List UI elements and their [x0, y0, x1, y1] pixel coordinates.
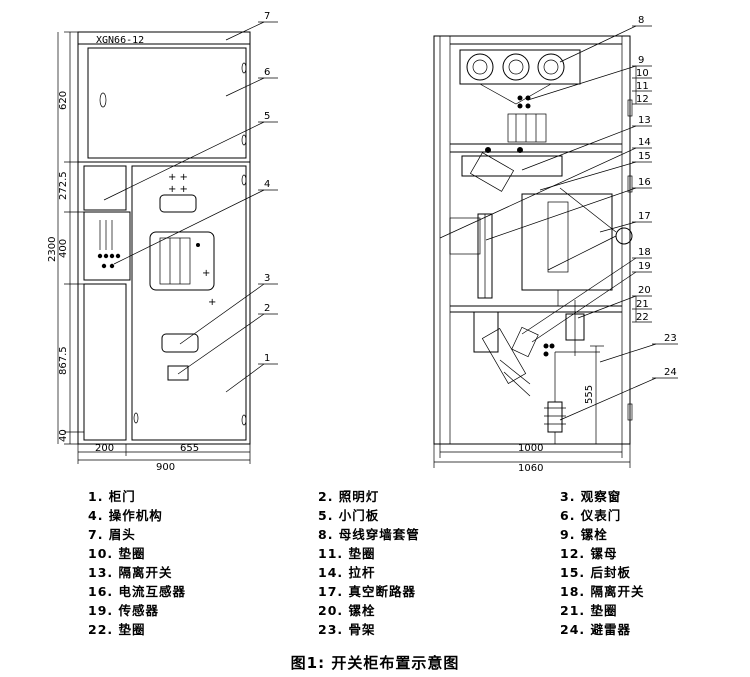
- dim-620: 620: [58, 91, 69, 110]
- figure-caption: 图1: 开关柜布置示意图: [290, 654, 460, 672]
- legend-item: 12. 镙母: [560, 546, 618, 561]
- callout-14: 14: [638, 137, 651, 148]
- dim-555: 555: [584, 385, 595, 404]
- legend-item: 18. 隔离开关: [560, 584, 645, 599]
- legend-item: 20. 镙栓: [318, 603, 376, 618]
- legend-item: 13. 隔离开关: [88, 565, 173, 580]
- callout-15: 15: [638, 151, 651, 162]
- legend-item: 8. 母线穿墙套管: [318, 527, 420, 542]
- legend-item: 11. 垫圈: [318, 546, 376, 561]
- callout-7: 7: [264, 11, 270, 22]
- dim-40: 40: [58, 429, 69, 442]
- callout-9: 9: [638, 55, 644, 66]
- callout-1: 1: [264, 353, 270, 364]
- callout-21: 21: [636, 299, 649, 310]
- callout-12: 12: [636, 94, 649, 105]
- legend-item: 10. 垫圈: [88, 546, 146, 561]
- callout-11: 11: [636, 81, 649, 92]
- callout-4: 4: [264, 179, 270, 190]
- svg-text:+: +: [202, 268, 210, 279]
- dim-2300: 2300: [47, 237, 58, 262]
- legend-item: 7. 眉头: [88, 527, 136, 542]
- legend-item: 21. 垫圈: [560, 603, 618, 618]
- callout-18: 18: [638, 247, 651, 258]
- dim-400: 400: [58, 239, 69, 258]
- svg-text:+: +: [208, 297, 216, 308]
- callout-2: 2: [264, 303, 270, 314]
- callout-17: 17: [638, 211, 651, 222]
- legend-item: 24. 避雷器: [560, 622, 631, 637]
- dim-655: 655: [180, 443, 199, 454]
- legend-item: 15. 后封板: [560, 565, 631, 580]
- svg-text:+ +: + +: [168, 172, 188, 183]
- legend-item: 6. 仪表门: [560, 508, 622, 523]
- callout-5: 5: [264, 111, 270, 122]
- dim-1060: 1060: [518, 463, 543, 474]
- legend-item: 19. 传感器: [88, 603, 159, 618]
- legend-item: 14. 拉杆: [318, 565, 376, 580]
- legend-item: 9. 镙栓: [560, 527, 608, 542]
- model-label: XGN66-12: [96, 35, 144, 46]
- legend-item: 2. 照明灯: [318, 489, 380, 504]
- legend-item: 16. 电流互感器: [88, 584, 186, 599]
- legend-item: 1. 柜门: [88, 489, 136, 504]
- legend-item: 5. 小门板: [318, 508, 380, 523]
- legend-item: 4. 操作机构: [88, 508, 163, 523]
- side-view: 555 1000 1060 8 9 10 11 12 13 14 15 16: [433, 15, 678, 474]
- legend-item: 3. 观察窗: [560, 489, 622, 504]
- front-view: XGN66-12 + + + + + +: [47, 11, 278, 473]
- dim-900: 900: [156, 462, 175, 473]
- legend-item: 23. 骨架: [318, 622, 376, 637]
- callout-20: 20: [638, 285, 651, 296]
- callout-13: 13: [638, 115, 651, 126]
- dim-1000: 1000: [518, 443, 543, 454]
- dim-200: 200: [95, 443, 114, 454]
- callout-10: 10: [636, 68, 649, 79]
- callout-23: 23: [664, 333, 677, 344]
- callout-3: 3: [264, 273, 270, 284]
- callout-8: 8: [638, 15, 644, 26]
- svg-text:+ +: + +: [168, 184, 188, 195]
- callout-6: 6: [264, 67, 270, 78]
- callout-22: 22: [636, 312, 649, 323]
- legend-item: 22. 垫圈: [88, 622, 146, 637]
- callout-16: 16: [638, 177, 651, 188]
- dim-867-5: 867.5: [58, 346, 69, 375]
- legend-item: 17. 真空断路器: [318, 584, 416, 599]
- callout-19: 19: [638, 261, 651, 272]
- dim-272-5: 272.5: [58, 171, 69, 200]
- switchgear-drawing: XGN66-12 + + + + + +: [47, 11, 678, 474]
- callout-24: 24: [664, 367, 677, 378]
